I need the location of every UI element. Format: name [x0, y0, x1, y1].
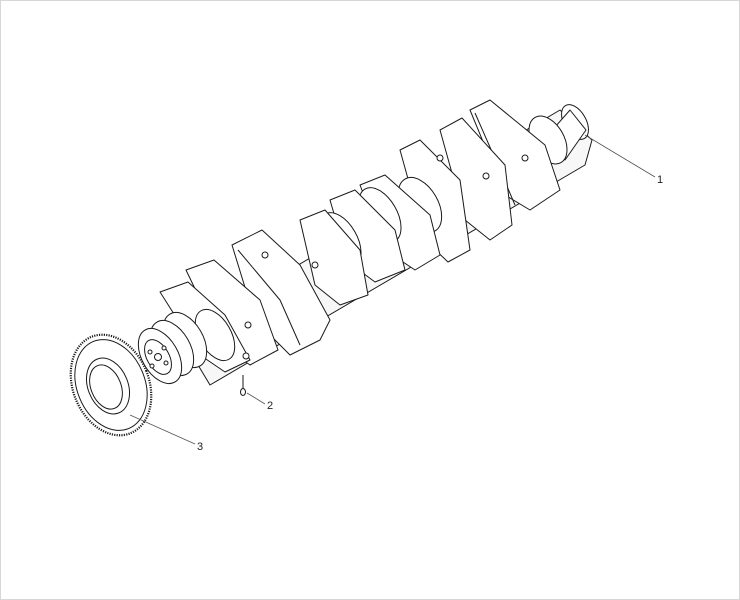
crankshaft — [137, 99, 593, 386]
dowel-pin — [240, 375, 246, 396]
timing-gear — [69, 333, 153, 437]
callout-1: 1 — [657, 174, 664, 186]
leader-lines — [129, 134, 656, 445]
leader-line-3 — [129, 414, 196, 445]
callout-2: 2 — [267, 400, 274, 412]
leader-line-1 — [584, 134, 656, 178]
leader-line-2 — [246, 392, 266, 405]
callout-3: 3 — [197, 441, 204, 453]
